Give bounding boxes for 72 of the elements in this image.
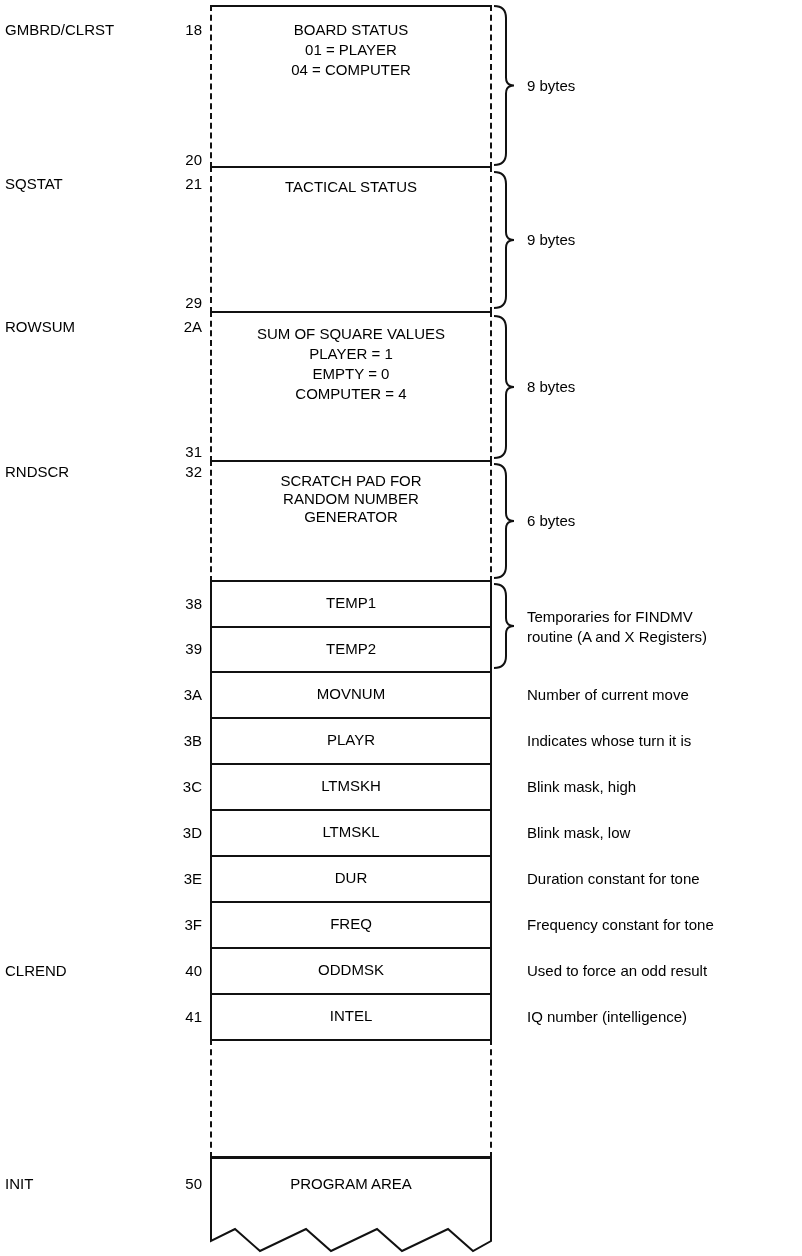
description-text: Indicates whose turn it is [527, 732, 693, 750]
block-label: DUR [334, 869, 368, 887]
address-label: 3E [182, 870, 202, 888]
block-label: COMPUTER = 4 [295, 385, 407, 403]
block-label: SCRATCH PAD FOR RANDOM NUMBER GENERATOR [279, 472, 423, 526]
block-label: TACTICAL STATUS [285, 178, 417, 196]
address-label: 40 [184, 962, 202, 980]
note-text: Temporaries for FINDMV routine (A and X Registers) [527, 607, 709, 647]
block-label: FREQ [330, 915, 372, 933]
description-text: IQ number (intelligence) [527, 1008, 689, 1026]
address-label: 32 [184, 463, 202, 481]
memory-block [210, 311, 492, 462]
block-label: INTEL [329, 1007, 373, 1025]
memory-block [210, 166, 492, 313]
block-label: LTMSKH [321, 777, 381, 795]
symbol-name: INIT [5, 1175, 34, 1193]
memory-block [210, 809, 492, 857]
address-label: 3B [182, 732, 202, 750]
description-text: Blink mask, high [527, 778, 638, 796]
block-label: PLAYER = 1 [309, 345, 393, 363]
address-label: 31 [184, 443, 202, 461]
block-label: ODDMSK [318, 961, 384, 979]
block-label: BOARD STATUS [293, 21, 409, 39]
block-label: MOVNUM [316, 685, 386, 703]
address-label: 3F [183, 916, 202, 934]
memory-block [210, 993, 492, 1041]
address-label: 39 [184, 640, 202, 658]
size-label: 9 bytes [527, 77, 577, 95]
symbol-name: SQSTAT [5, 175, 63, 193]
memory-block [210, 717, 492, 765]
memory-block [210, 580, 492, 628]
address-label: 3C [181, 778, 202, 796]
address-label: 38 [184, 595, 202, 613]
description-text: Duration constant for tone [527, 870, 701, 888]
memory-block [210, 626, 492, 673]
description-text: Frequency constant for tone [527, 916, 715, 934]
symbol-name: ROWSUM [5, 318, 75, 336]
memory-block [210, 1157, 492, 1253]
memory-block [210, 671, 492, 719]
memory-block [210, 460, 492, 582]
size-label: 8 bytes [527, 378, 577, 396]
memory-block [210, 5, 492, 168]
description-text: Blink mask, low [527, 824, 632, 842]
address-label: 29 [184, 294, 202, 312]
address-label: 3A [182, 686, 202, 704]
block-label: SUM OF SQUARE VALUES [256, 325, 446, 343]
memory-block [210, 855, 492, 903]
size-label: 9 bytes [527, 231, 577, 249]
block-label: 01 = PLAYER [305, 41, 397, 59]
memory-block [210, 947, 492, 995]
block-label: 04 = COMPUTER [291, 61, 411, 79]
address-label: 50 [184, 1175, 202, 1193]
symbol-name: GMBRD/CLRST [5, 21, 115, 39]
description-text: Used to force an odd result [527, 962, 709, 980]
size-label: 6 bytes [527, 512, 577, 530]
memory-block [210, 901, 492, 949]
address-label: 21 [184, 175, 202, 193]
address-label: 41 [184, 1008, 202, 1026]
block-label: PLAYR [326, 731, 376, 749]
description-text: Number of current move [527, 686, 690, 704]
symbol-name: RNDSCR [5, 463, 70, 481]
address-label: 20 [184, 151, 202, 169]
address-label: 18 [184, 21, 202, 39]
block-label: PROGRAM AREA [290, 1175, 412, 1193]
address-label: 3D [181, 824, 202, 842]
address-label: 2A [182, 318, 202, 336]
symbol-name: CLREND [5, 962, 67, 980]
block-label: LTMSKL [322, 823, 380, 841]
block-label: TEMP2 [326, 639, 376, 658]
block-label: TEMP1 [326, 594, 376, 612]
block-label: EMPTY = 0 [312, 365, 390, 383]
memory-block [210, 763, 492, 811]
